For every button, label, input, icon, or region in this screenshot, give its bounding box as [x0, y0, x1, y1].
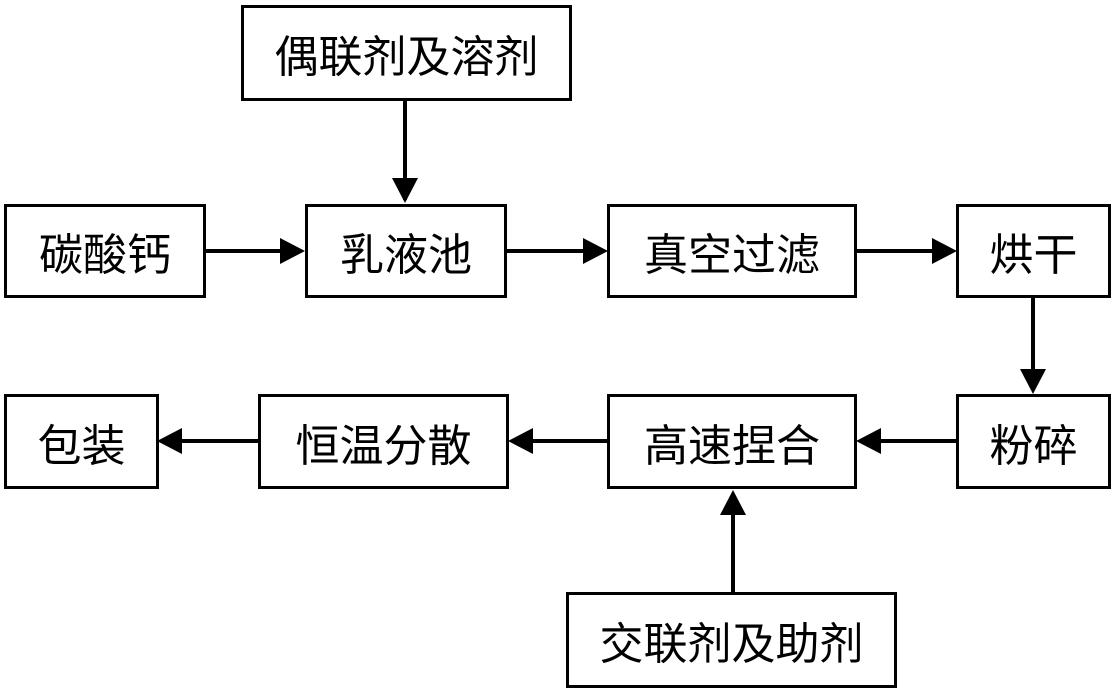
node-packaging: 包装: [4, 394, 159, 489]
node-label: 乳液池: [340, 230, 472, 281]
node-vacuum-filtration: 真空过滤: [607, 204, 857, 298]
arrowhead-crushing-to-kneading: [856, 428, 881, 454]
node-crushing: 粉碎: [956, 394, 1111, 489]
arrowhead-calcium-to-emulsion: [280, 238, 305, 264]
node-coupling-agent-solvent: 偶联剂及溶剂: [241, 5, 572, 101]
node-calcium-carbonate: 碳酸钙: [4, 204, 206, 298]
arrowhead-vacuum-to-drying: [932, 238, 957, 264]
node-label: 偶联剂及溶剂: [274, 32, 539, 83]
node-label: 交联剂及助剂: [599, 619, 864, 670]
node-label: 恒温分散: [295, 420, 472, 472]
node-label: 粉碎: [989, 420, 1078, 472]
node-constant-temp-dispersion: 恒温分散: [258, 394, 509, 489]
node-drying: 烘干: [956, 204, 1111, 298]
node-label: 碳酸钙: [39, 230, 171, 281]
node-emulsion-tank: 乳液池: [305, 204, 507, 298]
arrowhead-dispersion-to-packaging: [157, 428, 182, 454]
node-crosslinker-additive: 交联剂及助剂: [566, 592, 897, 688]
node-label: 包装: [37, 420, 126, 472]
node-label: 真空过滤: [644, 230, 820, 281]
node-high-speed-kneading: 高速捏合: [607, 394, 857, 489]
arrowhead-coupling-to-emulsion: [392, 178, 418, 203]
arrowhead-crosslinker-to-kneading: [720, 490, 746, 515]
node-label: 高速捏合: [644, 420, 820, 472]
arrowhead-drying-to-crushing: [1020, 369, 1046, 394]
arrowhead-emulsion-to-vacuum: [583, 238, 608, 264]
node-label: 烘干: [989, 230, 1078, 281]
arrowhead-kneading-to-dispersion: [508, 428, 533, 454]
